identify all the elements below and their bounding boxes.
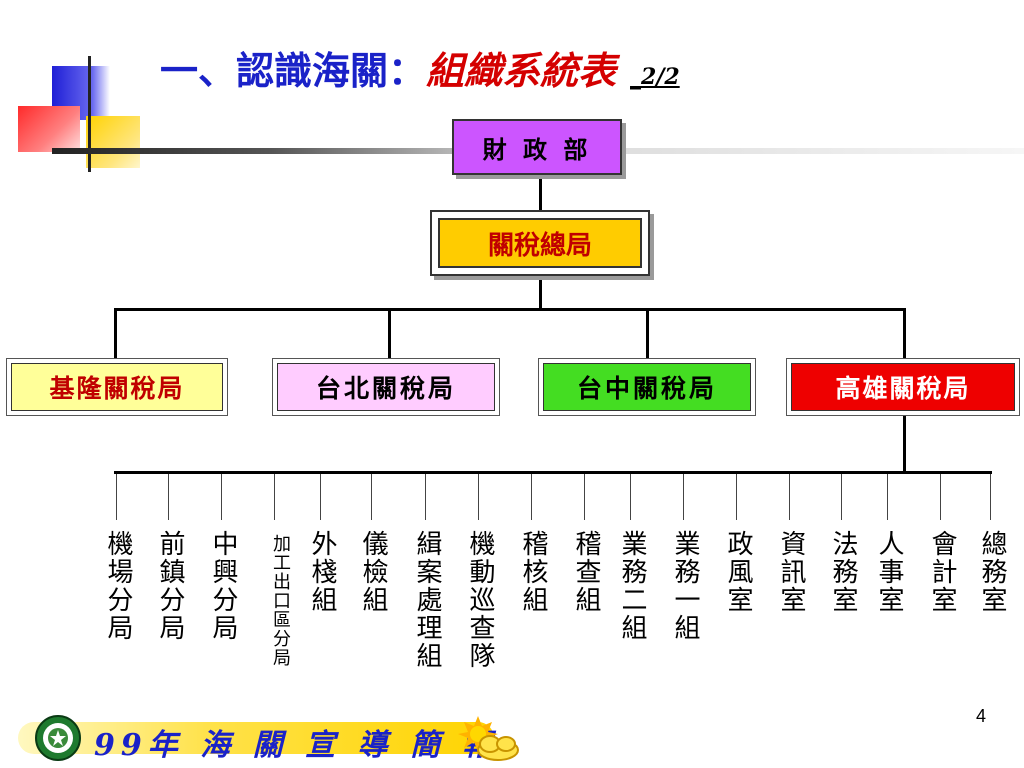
- title-prefix: 一、認識海關：: [160, 48, 427, 93]
- unit-label: 總務室: [977, 530, 1007, 614]
- unit-drop: [425, 474, 426, 520]
- unit-label: 緝案處理組: [412, 530, 442, 670]
- unit-drop: [683, 474, 684, 520]
- node-taichung-label: 台中關稅局: [543, 363, 751, 411]
- connector-taipei: [388, 308, 391, 358]
- node-taichung-customs: 台中關稅局: [538, 358, 756, 416]
- title-page-part: _2/2: [630, 64, 680, 90]
- unit-drop: [320, 474, 321, 520]
- unit-label: 機場分局: [103, 530, 133, 642]
- node-taipei-label: 台北關稅局: [277, 363, 495, 411]
- unit-label: 人事室: [874, 530, 904, 614]
- unit-label: 業務一組: [670, 530, 700, 642]
- unit-label: 外棧組: [307, 530, 337, 614]
- deco-yellow-square: [86, 116, 140, 168]
- customs-emblem-icon: [35, 715, 81, 761]
- node-keelung-customs: 基隆關稅局: [6, 358, 228, 416]
- unit-label: 業務二組: [617, 530, 647, 642]
- node-kaohsiung-customs: 高雄關稅局: [786, 358, 1020, 416]
- unit-drop: [168, 474, 169, 520]
- deco-red-square: [18, 106, 80, 152]
- sun-cloud-icon: [458, 716, 519, 761]
- title-main: 組織系統表: [426, 48, 617, 93]
- unit-drop: [940, 474, 941, 520]
- unit-label: 稽查組: [571, 530, 601, 614]
- unit-label: 稽核組: [518, 530, 548, 614]
- unit-drop: [478, 474, 479, 520]
- unit-drop: [116, 474, 117, 520]
- connector-taichung: [646, 308, 649, 358]
- unit-label: 會計室: [927, 530, 957, 614]
- node-keelung-label: 基隆關稅局: [11, 363, 223, 411]
- unit-drop: [841, 474, 842, 520]
- unit-drop: [584, 474, 585, 520]
- unit-drop: [221, 474, 222, 520]
- connector-general-bus: [539, 276, 542, 310]
- region-bus: [114, 308, 906, 311]
- unit-label: 中興分局: [208, 530, 238, 642]
- unit-label: 資訊室: [776, 530, 806, 614]
- connector-kaohsiung: [903, 308, 906, 358]
- page-number: 4: [976, 706, 987, 726]
- unit-label: 機動巡查隊: [465, 530, 495, 670]
- unit-drop: [274, 474, 275, 520]
- connector-ministry-general: [539, 175, 542, 210]
- title-underline-fade: [600, 148, 1024, 154]
- footer-year: 99: [94, 728, 148, 763]
- unit-drop: [630, 474, 631, 520]
- node-kaohsiung-label: 高雄關稅局: [791, 363, 1015, 411]
- node-taipei-customs: 台北關稅局: [272, 358, 500, 416]
- unit-label: 前鎮分局: [155, 530, 185, 642]
- unit-drop: [736, 474, 737, 520]
- node-directorate-general: 關稅總局: [430, 210, 650, 276]
- unit-drop: [531, 474, 532, 520]
- deco-vertical-line: [88, 56, 91, 172]
- unit-drop: [789, 474, 790, 520]
- footer-banner: [18, 722, 494, 754]
- connector-kaohsiung-units: [903, 416, 906, 472]
- unit-label: 政風室: [723, 530, 753, 614]
- unit-label: 法務室: [828, 530, 858, 614]
- node-directorate-general-label: 關稅總局: [438, 218, 642, 268]
- unit-label: 加工出口區分局: [270, 534, 291, 667]
- page-title: 一、認識海關：組織系統表 _2/2: [160, 40, 680, 100]
- connector-keelung: [114, 308, 117, 358]
- title-underline: [52, 148, 600, 154]
- footer-title: 99年 海 關 宣 導 簡 報: [94, 720, 498, 764]
- unit-label: 儀檢組: [358, 530, 388, 614]
- unit-drop: [990, 474, 991, 520]
- unit-bus: [114, 471, 992, 474]
- footer-text: 年 海 關 宣 導 簡 報: [147, 728, 499, 763]
- node-ministry-of-finance: 財 政 部: [452, 119, 622, 175]
- unit-drop: [887, 474, 888, 520]
- unit-drop: [371, 474, 372, 520]
